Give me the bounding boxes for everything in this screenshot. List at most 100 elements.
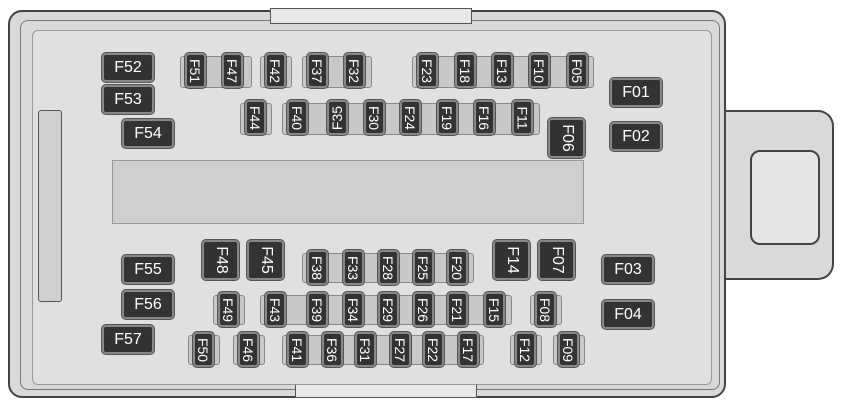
fuse-f44: F44 — [245, 100, 266, 135]
fuse-f38: F38 — [307, 250, 328, 285]
fuse-label: F13 — [494, 58, 511, 83]
fuse-f46: F46 — [238, 332, 259, 367]
fuse-f41: F41 — [287, 332, 308, 367]
fuse-label: F28 — [380, 255, 397, 280]
fuse-f23: F23 — [417, 53, 438, 88]
fuse-f35: F35 — [327, 100, 348, 135]
fuse-f18: F18 — [455, 53, 476, 88]
fuse-f55: F55 — [122, 255, 174, 284]
fuse-f09: F09 — [558, 332, 579, 367]
fuse-f56: F56 — [122, 290, 174, 319]
fuse-label: F38 — [309, 255, 326, 280]
fuse-label: F40 — [289, 105, 306, 130]
fuse-f08: F08 — [535, 292, 556, 327]
fuse-label: F35 — [329, 105, 346, 130]
fuse-f32: F32 — [344, 53, 365, 88]
fuse-label: F56 — [134, 295, 162, 313]
fuse-f28: F28 — [378, 250, 399, 285]
fuse-f43: F43 — [265, 292, 286, 327]
fuse-f14: F14 — [493, 240, 530, 280]
fuse-label: F25 — [415, 255, 432, 280]
fuse-f36: F36 — [322, 332, 343, 367]
fuse-f42: F42 — [265, 53, 286, 88]
fuse-rail — [282, 335, 484, 365]
fuse-f54: F54 — [122, 119, 174, 148]
fuse-label: F53 — [114, 90, 142, 108]
top-notch — [270, 8, 472, 24]
fuse-label: F54 — [134, 124, 162, 142]
fuse-f21: F21 — [447, 292, 468, 327]
fuse-label: F48 — [212, 246, 230, 274]
fuse-label: F47 — [224, 58, 241, 83]
fuse-f30: F30 — [364, 100, 385, 135]
fuse-label: F50 — [195, 337, 212, 362]
fuse-label: F23 — [419, 58, 436, 83]
fuse-f34: F34 — [343, 292, 364, 327]
fuse-f45: F45 — [247, 240, 284, 280]
fuse-label: F36 — [324, 337, 341, 362]
fuse-label: F34 — [345, 297, 362, 322]
fuse-label: F11 — [514, 105, 531, 130]
fuse-f50: F50 — [193, 332, 214, 367]
fuse-label: F27 — [392, 337, 409, 362]
fuse-f01: F01 — [610, 78, 662, 107]
fuse-f17: F17 — [458, 332, 479, 367]
fuse-f10: F10 — [529, 53, 550, 88]
fuse-f05: F05 — [567, 53, 588, 88]
fuse-label: F44 — [247, 105, 264, 130]
fuse-f13: F13 — [492, 53, 513, 88]
fuse-label: F39 — [309, 297, 326, 322]
side-latch — [38, 110, 62, 302]
fuse-label: F57 — [114, 330, 142, 348]
fuse-f57: F57 — [102, 325, 154, 354]
fuse-label: F07 — [548, 246, 566, 274]
fuse-label: F55 — [134, 260, 162, 278]
fuse-f04: F04 — [602, 300, 654, 329]
fuse-label: F26 — [415, 297, 432, 322]
fuse-f07: F07 — [538, 240, 575, 280]
fuse-f15: F15 — [484, 292, 505, 327]
fuse-label: F10 — [531, 58, 548, 83]
fuse-f52: F52 — [102, 53, 154, 82]
fuse-f20: F20 — [447, 250, 468, 285]
fuse-f25: F25 — [413, 250, 434, 285]
fuse-label: F19 — [439, 105, 456, 130]
fuse-f19: F19 — [437, 100, 458, 135]
fuse-label: F41 — [289, 337, 306, 362]
fuse-label: F32 — [346, 58, 363, 83]
fuse-label: F12 — [517, 337, 534, 362]
fuse-label: F29 — [380, 297, 397, 322]
center-channel — [112, 160, 584, 224]
fuse-f03: F03 — [602, 255, 654, 284]
fuse-f22: F22 — [423, 332, 444, 367]
fuse-f06: F06 — [548, 118, 585, 158]
fuse-f16: F16 — [474, 100, 495, 135]
fuse-f12: F12 — [515, 332, 536, 367]
fuse-label: F31 — [357, 337, 374, 362]
fuse-label: F08 — [537, 297, 554, 322]
fuse-label: F52 — [114, 58, 142, 76]
fuse-f37: F37 — [307, 53, 328, 88]
fuse-label: F46 — [240, 337, 257, 362]
fuse-label: F02 — [622, 127, 650, 145]
fuse-label: F33 — [345, 255, 362, 280]
fuse-label: F20 — [449, 255, 466, 280]
fuse-label: F16 — [476, 105, 493, 130]
fuse-label: F37 — [309, 58, 326, 83]
fuse-label: F42 — [267, 58, 284, 83]
fuse-label: F04 — [614, 305, 642, 323]
fuse-label: F22 — [425, 337, 442, 362]
fuse-label: F03 — [614, 260, 642, 278]
fuse-f33: F33 — [343, 250, 364, 285]
fuse-f40: F40 — [287, 100, 308, 135]
fuse-label: F15 — [486, 297, 503, 322]
fuse-f31: F31 — [355, 332, 376, 367]
fuse-label: F06 — [558, 124, 576, 152]
fuse-label: F05 — [569, 58, 586, 83]
fuse-f49: F49 — [218, 292, 239, 327]
fuse-label: F18 — [457, 58, 474, 83]
fuse-f02: F02 — [610, 122, 662, 151]
fuse-f26: F26 — [413, 292, 434, 327]
fuse-label: F24 — [402, 105, 419, 130]
connector-slot — [750, 150, 820, 245]
